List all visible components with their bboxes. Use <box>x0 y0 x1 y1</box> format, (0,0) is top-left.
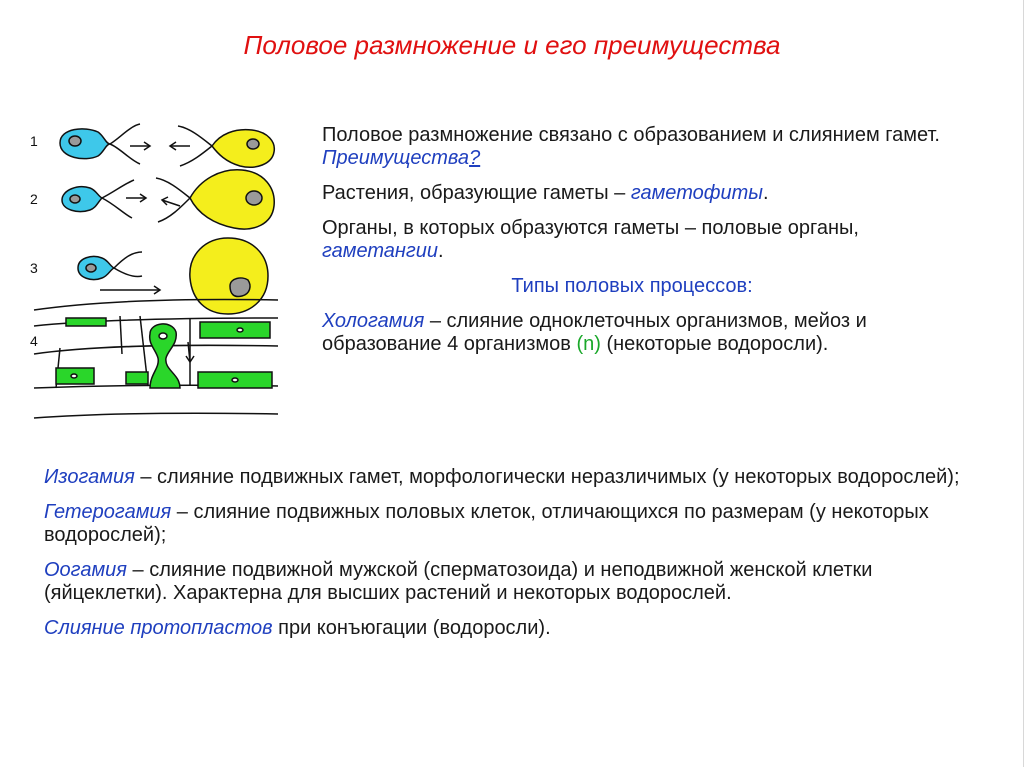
bottom-text-column: Изогамия – слияние подвижных гамет, морф… <box>44 466 974 652</box>
nucleus-3a <box>85 263 97 273</box>
nucleus-3b <box>229 277 251 298</box>
gamete-fusion-illustration: 1 2 3 4 <box>30 123 279 419</box>
egg-cell-3 <box>189 237 269 315</box>
paragraph-oogamy: Оогамия – слияние подвижной мужской (спе… <box>44 559 873 604</box>
slide-title: Половое размножение и его преимущества <box>243 30 781 60</box>
isogamy-row <box>59 123 276 168</box>
chloroplast-a <box>65 317 107 327</box>
paragraph-heterogamy: Гетерогамия – слияние подвижных половых … <box>44 501 929 546</box>
row-label-1: 1 <box>30 133 38 149</box>
conjugation-row <box>33 298 279 419</box>
nucleus-2a <box>69 194 81 204</box>
row-label-3: 3 <box>30 260 38 276</box>
ploidy-label: (n) <box>576 333 601 355</box>
male-gamete-1 <box>59 128 111 160</box>
nucleus-2b <box>245 190 263 206</box>
row-label-2: 2 <box>30 191 38 207</box>
female-gamete-2 <box>189 169 275 230</box>
term-gametophytes: гаметофиты <box>630 182 763 204</box>
female-gamete-1 <box>211 128 276 168</box>
nucleus-1b <box>246 138 260 150</box>
chloroplast-d <box>125 371 149 385</box>
nucleus-1a <box>68 135 82 147</box>
term-gametangia: гаметангии <box>322 240 439 262</box>
male-gamete-2 <box>61 186 104 213</box>
paragraph-gametophytes: Растения, образующие гаметы – гаметофиты… <box>322 182 769 204</box>
term-heterogamy: Гетерогамия <box>44 501 172 523</box>
paragraph-hologamy: Хологамия – слияние одноклеточных органи… <box>322 310 867 355</box>
paragraph-gametangia: Органы, в которых образуются гаметы – по… <box>322 217 859 262</box>
paragraph-protoplast-fusion: Слияние протопластов при конъюгации (вод… <box>44 617 551 639</box>
right-text-column: Половое размножение связано с образовани… <box>322 124 942 368</box>
term-protoplast-fusion: Слияние протопластов <box>44 617 273 639</box>
heterogamy-row <box>61 169 275 230</box>
oogamy-row <box>77 237 269 315</box>
section-heading-types: Типы половых процессов: <box>511 275 753 297</box>
conjugation-tube <box>148 323 181 389</box>
term-isogamy: Изогамия <box>44 466 135 488</box>
paragraph-isogamy: Изогамия – слияние подвижных гамет, морф… <box>44 466 960 488</box>
chloroplast-b <box>199 321 271 339</box>
term-hologamy: Хологамия <box>322 310 425 332</box>
advantages-link[interactable]: Преимущества? <box>322 147 481 169</box>
paragraph-gamete-fusion: Половое размножение связано с образовани… <box>322 124 940 169</box>
row-label-4: 4 <box>30 333 38 349</box>
term-oogamy: Оогамия <box>44 559 127 581</box>
